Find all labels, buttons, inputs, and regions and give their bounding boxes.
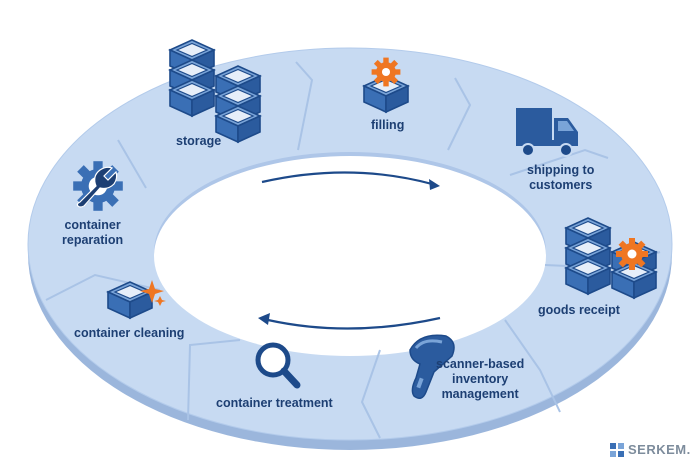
crate-with-sparkle-icon	[107, 280, 166, 319]
label-goods-receipt: goods receipt	[538, 303, 620, 317]
magnifier-icon	[255, 342, 301, 389]
ring	[27, 47, 673, 450]
clockwise-arrow-top	[261, 171, 440, 190]
label-filling: filling	[371, 118, 405, 132]
serkem-logo: SERKEM.	[610, 442, 691, 457]
clockwise-arrow-bottom	[258, 313, 441, 330]
label-container-cleaning: container cleaning	[74, 326, 185, 340]
serkem-logo-icon	[610, 442, 624, 457]
gear-wrench-icon	[73, 161, 123, 211]
serkem-logo-text: SERKEM.	[628, 442, 691, 457]
label-container-treatment: container treatment	[216, 396, 333, 410]
barcode-scanner-icon	[409, 334, 455, 399]
truck-icon	[516, 108, 578, 157]
label-storage: storage	[176, 134, 222, 148]
